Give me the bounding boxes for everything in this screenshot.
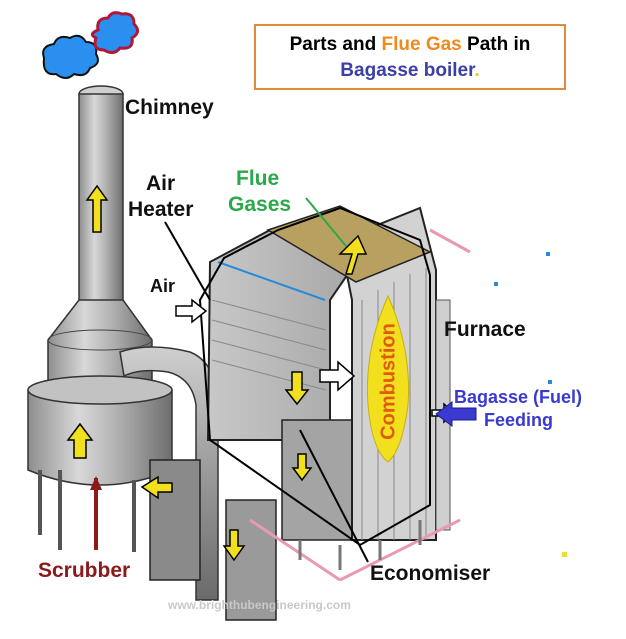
label-economiser: Economiser <box>370 562 491 585</box>
title-box: Parts and Flue Gas Path in Bagasse boile… <box>254 24 566 90</box>
label-air-heater-line1: Air <box>146 172 176 195</box>
title-line-2: Bagasse boiler. <box>256 58 564 84</box>
down-arrow-icon <box>222 529 246 562</box>
title-line-1: Parts and Flue Gas Path in <box>256 32 564 58</box>
label-bagasse-feeding-line2: Feeding <box>484 410 554 430</box>
label-scrubber: Scrubber <box>38 559 131 582</box>
scrubber-pointer-arrowhead <box>90 476 102 490</box>
label-flue-gases-line1: Flue <box>236 167 280 190</box>
left-arrow-icon <box>435 401 477 427</box>
up-arrow-icon <box>66 422 94 459</box>
down-arrow-icon <box>338 234 368 275</box>
label-chimney: Chimney <box>125 96 214 119</box>
flame-icon <box>366 294 410 463</box>
smoke-puff-icon <box>42 11 139 79</box>
decor-dot <box>562 552 567 557</box>
title-text: Path in <box>461 34 531 55</box>
title-period: . <box>474 60 480 81</box>
scrubber-legs <box>38 470 136 552</box>
left-arrow-icon <box>140 475 173 500</box>
label-combustion: Combustion <box>377 323 400 440</box>
label-air: Air <box>150 276 176 296</box>
title-text-flue-gas: Flue Gas <box>381 34 462 55</box>
watermark: www.brighthubengineering.com <box>168 598 351 612</box>
right-arrow-icon <box>319 360 356 392</box>
down-arrow-icon <box>284 371 310 406</box>
label-furnace: Furnace <box>444 318 526 341</box>
down-arrow-icon <box>291 453 313 482</box>
label-air-heater-line2: Heater <box>128 198 194 221</box>
title-text-boiler: Bagasse boiler <box>340 60 475 81</box>
label-bagasse-feeding-line1: Bagasse (Fuel) <box>454 387 583 407</box>
decor-dot <box>546 252 550 256</box>
decor-dot <box>548 380 552 384</box>
label-flue-gases-line2: Gases <box>228 193 292 216</box>
up-arrow-icon <box>85 184 109 233</box>
right-arrow-icon <box>175 298 208 324</box>
decor-dot <box>494 282 498 286</box>
title-text: Parts and <box>289 34 382 55</box>
